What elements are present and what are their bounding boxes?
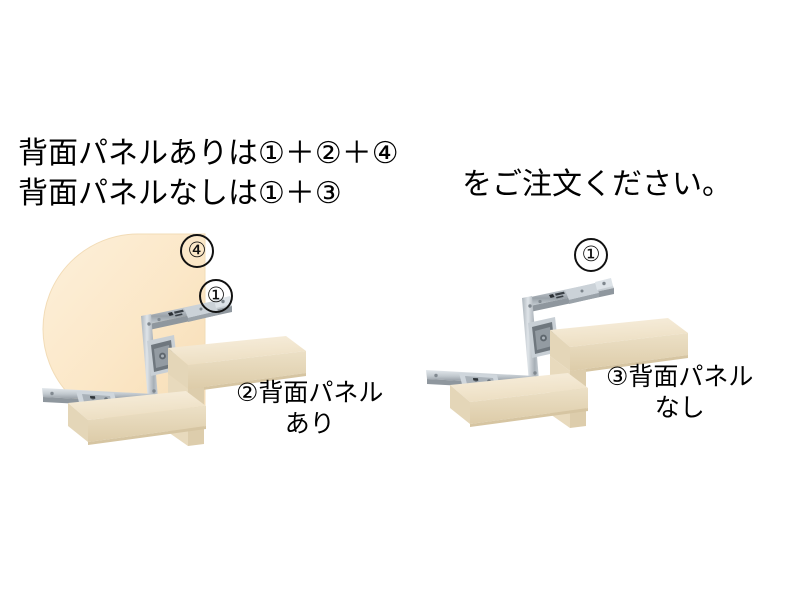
caption-with-back-panel: ②背面パネル あり	[236, 378, 383, 440]
diagram-right-illustration	[426, 278, 688, 428]
part-metal-bracket-spine	[522, 296, 559, 389]
caption-left-line-1: ②背面パネル	[236, 379, 384, 407]
diagram-without-back-panel	[418, 228, 800, 458]
marker-bracket-1-left: ①	[199, 279, 233, 313]
caption-right-line-2: なし	[654, 394, 705, 422]
marker-bracket-1-right: ①	[574, 238, 608, 272]
headline-line-2: 背面パネルなしは①＋③	[18, 177, 342, 210]
part-lower-shelf	[68, 391, 206, 445]
diagram-left-illustration	[42, 233, 306, 446]
part-metal-bracket-upper	[526, 278, 614, 312]
part-lower-shelf	[450, 373, 588, 427]
headline-suffix: をご注文ください。	[462, 168, 732, 201]
caption-without-back-panel: ③背面パネル なし	[606, 362, 753, 424]
caption-left-line-2: あり	[284, 410, 335, 438]
headline-line-1: 背面パネルありは①＋②＋④	[18, 137, 399, 170]
diagram-with-back-panel	[18, 228, 438, 458]
headline-block: 背面パネルありは①＋②＋④ 背面パネルなしは①＋③	[18, 134, 488, 214]
caption-right-line-1: ③背面パネル	[606, 363, 754, 391]
marker-back-panel-4: ④	[180, 234, 214, 268]
